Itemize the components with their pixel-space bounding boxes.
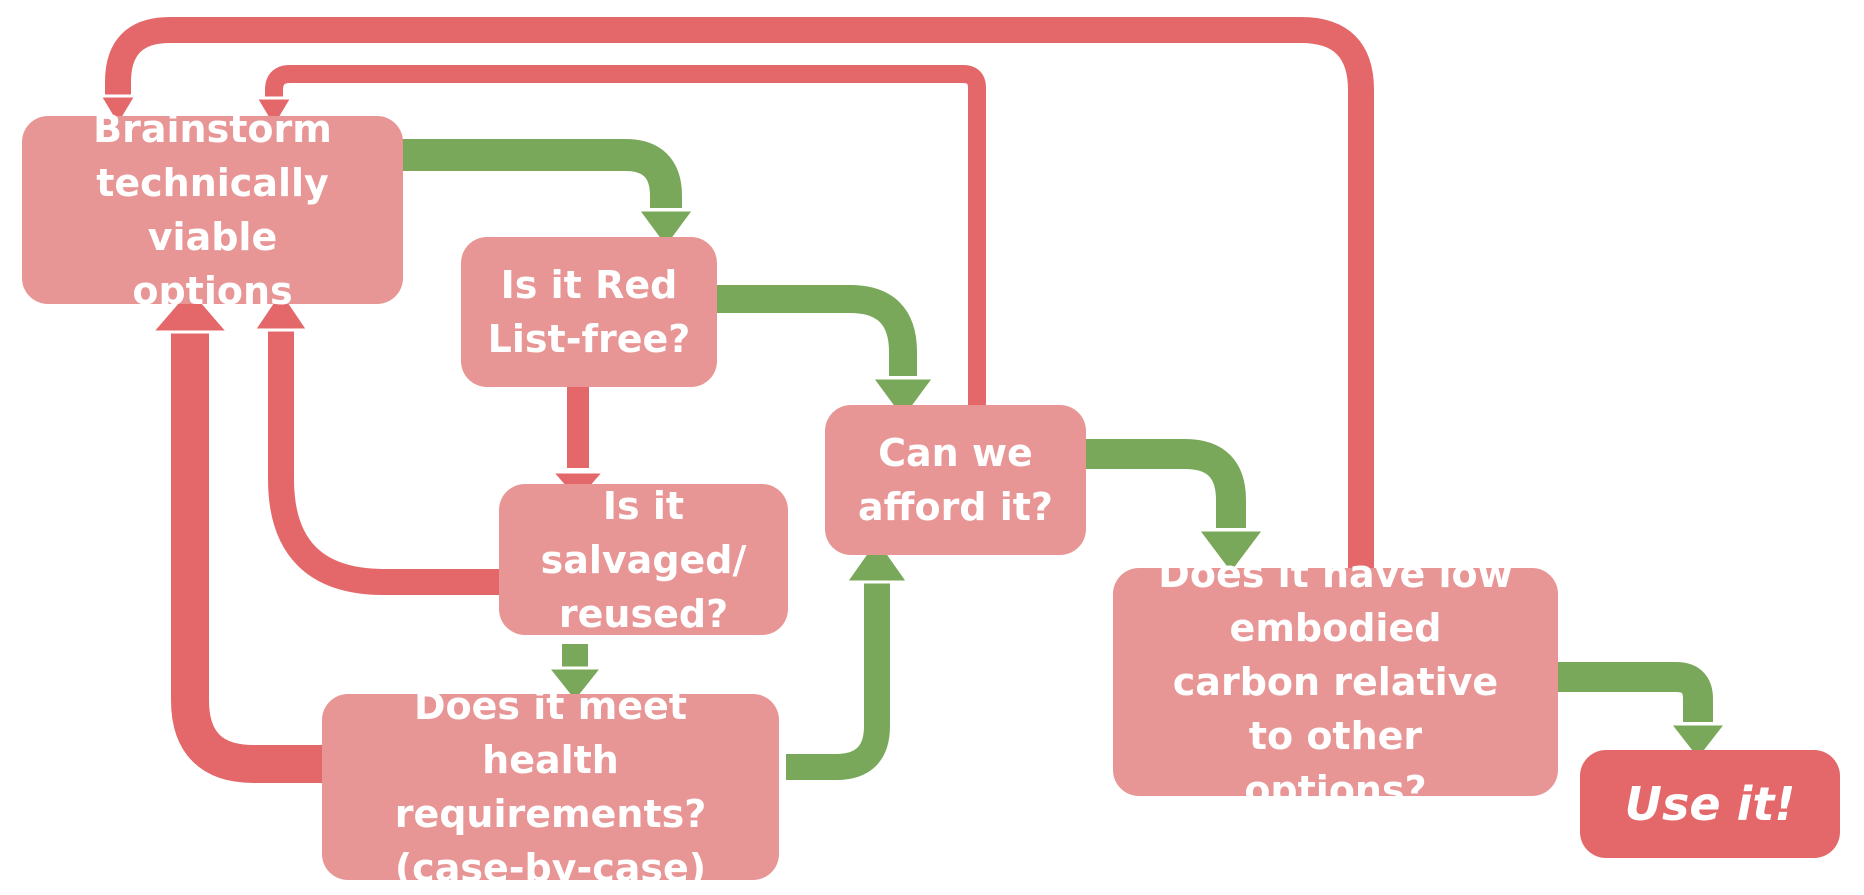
node-carbon: Does it have low embodied carbon relativ… [1113,552,1558,812]
node-use-it: Use it! [1580,750,1840,858]
node-health-label: Does it meet health requirements? (case-… [394,684,707,890]
node-red-list: Is it Red List-free? [461,237,717,387]
node-salvaged-label: Is it salvaged/ reused? [540,483,747,636]
node-health: Does it meet health requirements? (case-… [322,684,779,890]
node-afford-label: Can we afford it? [858,431,1053,529]
node-carbon-label: Does it have low embodied carbon relativ… [1158,552,1513,812]
node-afford: Can we afford it? [825,405,1086,555]
node-brainstorm-label: Brainstorm technically viable options [93,107,332,313]
node-brainstorm: Brainstorm technically viable options [22,107,403,313]
node-red-list-label: Is it Red List-free? [487,263,691,361]
node-salvaged: Is it salvaged/ reused? [499,484,788,636]
node-use-it-label: Use it! [1624,777,1796,831]
